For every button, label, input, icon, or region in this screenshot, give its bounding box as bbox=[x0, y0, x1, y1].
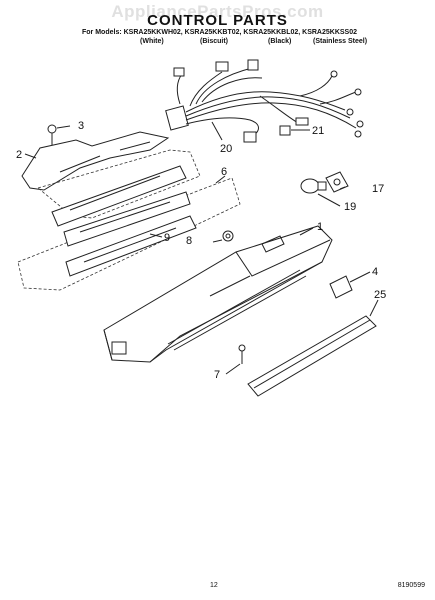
callout-25: 25 bbox=[374, 289, 386, 301]
control-assembly-outline-lower bbox=[17, 177, 241, 291]
leader-lines bbox=[24, 121, 379, 375]
wire-clip bbox=[279, 125, 291, 136]
watermark: AppliancePartsPros.com bbox=[111, 2, 324, 21]
callout-17: 17 bbox=[372, 183, 384, 195]
control-board-upper bbox=[51, 165, 187, 227]
trim-strip bbox=[247, 315, 377, 397]
variant-biscuit: (Biscuit) bbox=[200, 38, 228, 45]
control-board-middle bbox=[63, 191, 191, 247]
callout-9: 9 bbox=[164, 232, 170, 244]
control-assembly-outline-upper bbox=[37, 149, 201, 219]
callout-19: 19 bbox=[344, 201, 356, 213]
callout-2: 2 bbox=[16, 149, 22, 161]
variant-white: (White) bbox=[140, 38, 164, 45]
callout-21: 21 bbox=[312, 125, 324, 137]
models-line: For Models: KSRA25KKWH02, KSRA25KKBT02, … bbox=[82, 29, 358, 36]
document-number: 8190599 bbox=[397, 582, 425, 589]
control-housing bbox=[103, 225, 333, 363]
callout-6: 6 bbox=[221, 166, 227, 178]
callout-20: 20 bbox=[220, 143, 232, 155]
variant-black: (Black) bbox=[268, 38, 292, 45]
page-number: 12 bbox=[210, 582, 218, 589]
variant-stainless-steel: (Stainless Steel) bbox=[313, 38, 368, 45]
callout-7: 7 bbox=[214, 369, 220, 381]
page-title: CONTROL PARTS bbox=[147, 12, 288, 29]
callout-1: 1 bbox=[317, 221, 323, 233]
callout-labels: 3 2 6 1 8 9 17 19 20 21 4 25 7 bbox=[16, 120, 386, 381]
bracket bbox=[329, 275, 353, 299]
callout-8: 8 bbox=[186, 235, 192, 247]
callout-4: 4 bbox=[372, 266, 378, 278]
callout-3: 3 bbox=[78, 120, 84, 132]
screw-7 bbox=[238, 344, 246, 364]
lamp-socket bbox=[325, 171, 349, 193]
light-bulb bbox=[300, 178, 327, 194]
control-board-lower bbox=[65, 215, 197, 277]
screw-8 bbox=[222, 230, 234, 242]
wiring-harness bbox=[165, 59, 364, 143]
